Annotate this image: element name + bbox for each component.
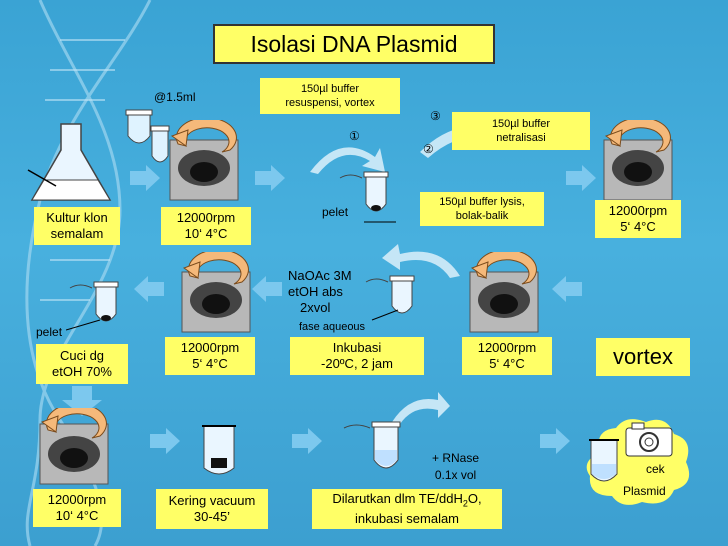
spin2-box: 12000rpm 5‘ 4°C	[595, 200, 681, 238]
centrifuge-icon	[39, 408, 109, 485]
centrifuge-icon	[469, 252, 539, 333]
cuci-line2: etOH 70%	[52, 364, 112, 379]
kering-line2: 30-45’	[193, 509, 231, 524]
flow-arrow	[540, 428, 570, 454]
spin2-line1: 12000rpm	[608, 203, 668, 218]
curved-flow-arrow	[392, 392, 450, 424]
spin5-line2: 10‘ 4°C	[55, 508, 99, 523]
pelet-label-1: pelet	[322, 205, 349, 219]
fase-label: fase aqueous	[299, 321, 366, 333]
microtube-icon	[125, 109, 170, 163]
pellet-tube-icon	[339, 171, 396, 223]
centrifuge-icon	[169, 120, 239, 201]
larut-box: Dilarutkan dlm TE/ddH2O, inkubasi semala…	[312, 489, 502, 529]
larut-sub: 2	[462, 498, 468, 509]
lysis-line2: bolak-balik	[455, 210, 509, 222]
kultur-box: Kultur klon semalam	[34, 207, 120, 245]
spin3-box: 12000rpm 5‘ 4°C	[165, 337, 255, 375]
resus-line2: resuspensi, vortex	[285, 97, 375, 109]
vortex-box: vortex	[596, 338, 690, 376]
naoac-line1: NaOAc 3M	[288, 268, 352, 283]
spin4-line2: 5‘ 4°C	[489, 356, 525, 371]
step-3-marker: ③	[430, 109, 441, 123]
curved-flow-arrow	[382, 244, 460, 278]
kultur-line1: Kultur klon	[46, 210, 108, 225]
spin1-line1: 12000rpm	[176, 210, 236, 225]
plasmid-label: Plasmid	[623, 484, 666, 498]
spin5-line1: 12000rpm	[47, 492, 107, 507]
flow-arrow-left	[134, 276, 164, 302]
aqueous-tube-icon	[365, 275, 415, 321]
kering-box: Kering vacuum 30-45’	[156, 489, 268, 529]
larut-text-a: Dilarutkan dlm TE/ddH	[332, 490, 463, 506]
lysis-box: 150µl buffer lysis, bolak-balik	[420, 192, 544, 226]
flow-arrow	[255, 165, 285, 191]
centrifuge-icon	[181, 252, 251, 333]
flow-arrow	[150, 428, 180, 454]
pelet-label-2: pelet	[36, 325, 63, 339]
volume-label: @1.5ml	[154, 90, 196, 104]
spin1-box: 12000rpm 10‘ 4°C	[161, 207, 251, 245]
rnase-line2: 0.1x vol	[434, 468, 477, 482]
resuspensi-box: 150µl buffer resuspensi, vortex	[260, 78, 400, 114]
kultur-line2: semalam	[50, 226, 104, 241]
larut-line2: inkubasi semalam	[354, 511, 460, 527]
inkubasi-box: Inkubasi -20ºC, 2 jam	[290, 337, 424, 375]
spin4-line1: 12000rpm	[477, 340, 537, 355]
rnase-text: + RNase 0.1x vol	[432, 450, 479, 484]
spin3-line2: 5‘ 4°C	[192, 356, 228, 371]
rnase-line1: + RNase	[432, 451, 480, 465]
page-title: Isolasi DNA Plasmid	[213, 24, 495, 64]
flow-arrow	[130, 165, 160, 191]
step-2-marker: ②	[423, 142, 434, 156]
spin4-box: 12000rpm 5‘ 4°C	[462, 337, 552, 375]
dried-tube-icon	[202, 425, 236, 475]
spin3-line1: 12000rpm	[180, 340, 240, 355]
final-tube-icon	[589, 439, 619, 482]
larut-text-b: O,	[467, 490, 482, 506]
camera-icon	[625, 422, 673, 457]
cuci-box: Cuci dg etOH 70%	[36, 344, 128, 384]
kering-line1: Kering vacuum	[168, 493, 256, 508]
flow-arrow	[292, 428, 322, 454]
flow-arrow-down	[62, 386, 102, 416]
netralisasi-box: 150µl buffer netralisasi	[452, 112, 590, 150]
lysis-line1: 150µl buffer lysis,	[439, 196, 525, 208]
centrifuge-icon	[603, 120, 673, 201]
naoac-line2: etOH abs	[288, 284, 343, 299]
naoac-line3: 2xvol	[300, 300, 331, 315]
spin1-line2: 10‘ 4°C	[184, 226, 228, 241]
culture-flask-icon	[27, 123, 112, 201]
flow-arrow	[566, 165, 596, 191]
dissolved-tube-icon	[343, 421, 401, 469]
spin2-line2: 5‘ 4°C	[620, 219, 656, 234]
resus-line1: 150µl buffer	[300, 83, 360, 95]
flow-arrow-left	[552, 276, 582, 302]
pellet-tube-icon	[66, 281, 119, 331]
inkub-line2: -20ºC, 2 jam	[321, 356, 393, 371]
cek-label: cek	[646, 462, 665, 476]
netral-line1: 150µl buffer	[491, 118, 551, 130]
spin5-box: 12000rpm 10‘ 4°C	[33, 489, 121, 527]
inkub-line1: Inkubasi	[332, 340, 382, 355]
flow-arrow-left	[252, 276, 282, 302]
cuci-line1: Cuci dg	[59, 348, 105, 363]
step-1-marker: ①	[349, 129, 360, 143]
naoac-text: NaOAc 3M etOH abs 2xvol	[288, 268, 352, 316]
larut-line1: Dilarutkan dlm TE/ddH2O,	[332, 491, 481, 512]
netral-line2: netralisasi	[496, 132, 546, 144]
